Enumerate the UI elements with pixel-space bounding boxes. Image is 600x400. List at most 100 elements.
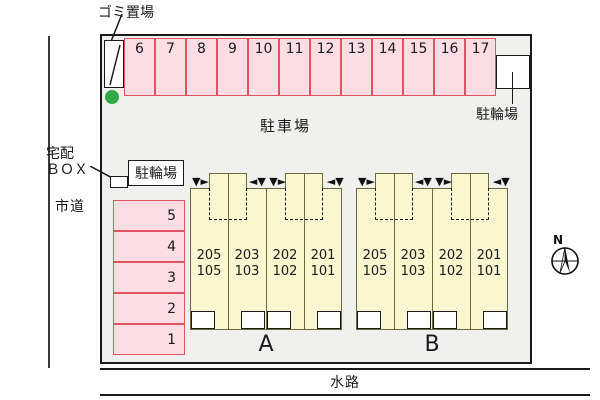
unit-number-upper: 202 — [438, 248, 464, 263]
parking-stall-17[interactable]: 17 — [465, 38, 496, 96]
unit-number-upper: 203 — [234, 248, 260, 263]
parking-stall-label: 1 — [167, 331, 176, 348]
unit-number-lower: 105 — [196, 264, 222, 279]
building-name-B: B — [424, 332, 440, 357]
building-B-direction-arrows-1: ▼► — [358, 175, 375, 188]
unit-number-upper: 205 — [196, 248, 222, 263]
bike-parking-right-leader — [512, 72, 513, 104]
building-A-stair-divider-1 — [228, 173, 229, 188]
delivery-box-label-line1: 宅配 — [46, 146, 74, 162]
unit-number-lower: 102 — [438, 264, 464, 279]
building-B-direction-arrows-3: ◄▼ — [492, 175, 510, 188]
building-A-stair-divider-3 — [304, 173, 305, 188]
unit-number-lower: 101 — [310, 264, 336, 279]
bike-parking-right-box — [496, 55, 530, 89]
building-B-balcony-102 — [433, 311, 457, 329]
parking-stall-1[interactable]: 1 — [113, 324, 185, 355]
building-A-balcony-101 — [317, 311, 341, 329]
parking-stall-label: 16 — [440, 41, 459, 57]
parking-stall-13[interactable]: 13 — [341, 38, 372, 96]
bike-parking-left-label: 駐輪場 — [128, 160, 184, 186]
parking-stall-4[interactable]: 4 — [113, 231, 185, 262]
building-A-balcony-103 — [241, 311, 265, 329]
parking-stall-14[interactable]: 14 — [372, 38, 403, 96]
parking-stall-15[interactable]: 15 — [403, 38, 434, 96]
unit-number-lower: 102 — [272, 264, 298, 279]
building-A-balcony-102 — [267, 311, 291, 329]
building-B-balcony-105 — [357, 311, 381, 329]
unit-number-lower: 103 — [400, 264, 426, 279]
city-road-label: 市道 — [55, 199, 85, 215]
parking-stall-2[interactable]: 2 — [113, 293, 185, 324]
parking-stall-label: 10 — [254, 41, 273, 57]
parking-stall-label: 17 — [471, 41, 490, 57]
parking-stall-label: 13 — [347, 41, 366, 57]
trash-area-box — [104, 40, 124, 88]
parking-stall-label: 4 — [167, 238, 176, 255]
building-B-unit-divider-3 — [470, 188, 471, 330]
parking-stall-12[interactable]: 12 — [310, 38, 341, 96]
unit-number-upper: 201 — [310, 248, 336, 263]
building-B-direction-arrows-2: ◄▼ ▼► — [414, 175, 453, 188]
parking-lot-label: 駐車場 — [260, 117, 312, 135]
parking-stall-label: 3 — [167, 269, 176, 286]
unit-number-upper: 202 — [272, 248, 298, 263]
building-A-balcony-105 — [191, 311, 215, 329]
building-B-unit-divider-1 — [394, 188, 395, 330]
parking-stall-16[interactable]: 16 — [434, 38, 465, 96]
bike-parking-right-label: 駐輪場 — [476, 107, 518, 123]
delivery-box-label-line2: ＢＯＸ — [46, 162, 88, 178]
parking-stall-8[interactable]: 8 — [186, 38, 217, 96]
parking-stall-label: 9 — [228, 41, 237, 57]
green-marker-dot — [105, 90, 119, 104]
parking-stall-label: 15 — [409, 41, 428, 57]
building-B-balcony-101 — [483, 311, 507, 329]
waterway-bottom-line — [100, 394, 590, 396]
unit-number-upper: 201 — [476, 248, 502, 263]
unit-number-upper: 205 — [362, 248, 388, 263]
building-A-direction-arrows-3: ◄▼ — [326, 175, 344, 188]
building-B-stair-divider-3 — [470, 173, 471, 188]
parking-stall-label: 14 — [378, 41, 397, 57]
parking-stall-11[interactable]: 11 — [279, 38, 310, 96]
parking-stall-label: 2 — [167, 300, 176, 317]
building-B-balcony-103 — [407, 311, 431, 329]
parking-stall-label: 6 — [135, 41, 144, 57]
waterway-label: 水路 — [330, 375, 360, 391]
building-A-unit-divider-1 — [228, 188, 229, 330]
parking-stall-label: 5 — [167, 207, 176, 224]
parking-stall-6[interactable]: 6 — [124, 38, 155, 96]
unit-number-lower: 103 — [234, 264, 260, 279]
parking-stall-label: 8 — [197, 41, 206, 57]
compass-icon — [551, 246, 579, 275]
delivery-box-label: 宅配 ＢＯＸ — [46, 146, 88, 178]
unit-number-lower: 101 — [476, 264, 502, 279]
delivery-box-icon — [110, 176, 128, 188]
parking-stall-7[interactable]: 7 — [155, 38, 186, 96]
parking-stall-label: 11 — [285, 41, 304, 57]
parking-stall-3[interactable]: 3 — [113, 262, 185, 293]
trash-area-label: ゴミ置場 — [98, 5, 154, 21]
building-A-unit-divider-3 — [304, 188, 305, 330]
building-B-stair-divider-1 — [394, 173, 395, 188]
trash-area-leader-line — [109, 14, 123, 44]
city-road-edge-line — [48, 36, 50, 368]
unit-number-lower: 105 — [362, 264, 388, 279]
parking-stall-10[interactable]: 10 — [248, 38, 279, 96]
unit-number-upper: 203 — [400, 248, 426, 263]
building-A-direction-arrows-2: ◄▼ ▼► — [248, 175, 287, 188]
waterway-top-line — [100, 368, 590, 370]
building-A-unit-divider-2 — [266, 188, 267, 330]
parking-stall-9[interactable]: 9 — [217, 38, 248, 96]
compass-north-label: N — [553, 233, 564, 247]
parking-stall-5[interactable]: 5 — [113, 200, 185, 231]
